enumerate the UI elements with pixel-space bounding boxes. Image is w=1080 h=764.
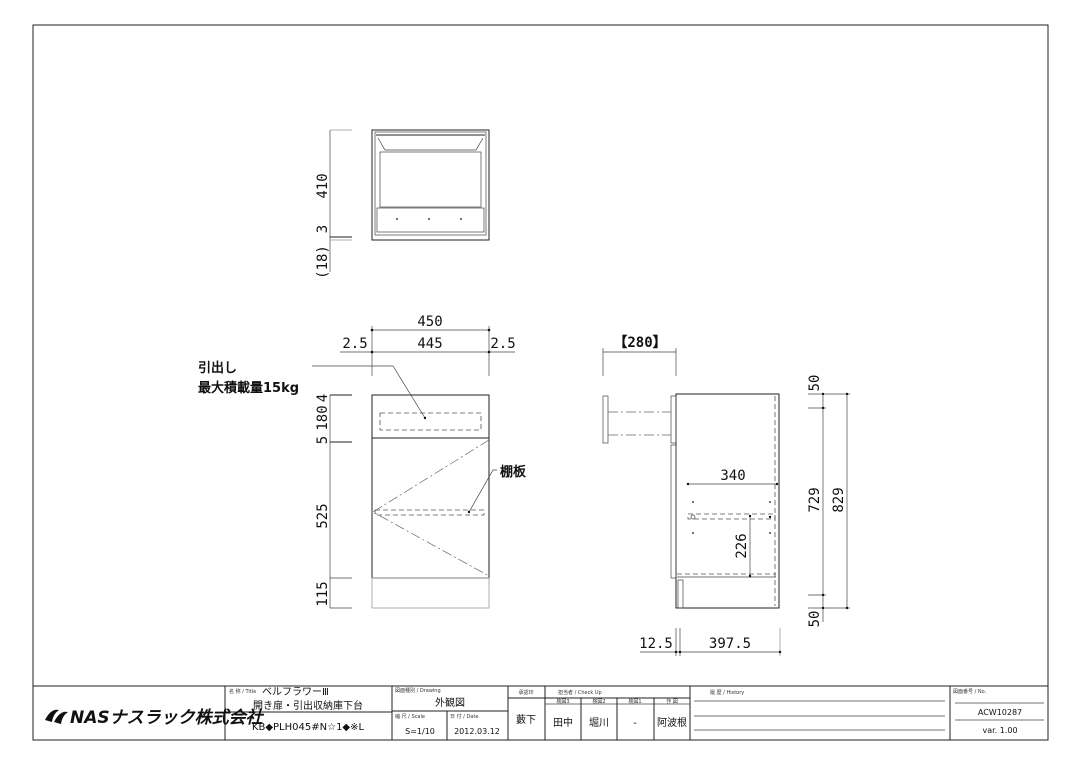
dim-h-525: 525 <box>315 503 331 528</box>
date-label: 日 付 / Date <box>450 713 478 720</box>
dim-door-thickness: 12.5 <box>639 636 673 652</box>
history-label: 履 歴 / History <box>710 690 744 696</box>
title-label: 名 称 / Title <box>229 688 256 695</box>
dim-gap-left: 2.5 <box>342 336 367 352</box>
dim-bottom-offset: 50 <box>807 611 823 628</box>
dim-shelf-depth: 340 <box>720 468 745 484</box>
checker-3-name: 田中 <box>553 716 573 729</box>
check-col-1: 検図1 <box>628 698 641 705</box>
dim-width-445: 445 <box>417 336 442 352</box>
scale-value: S=1/10 <box>405 727 435 736</box>
checker-1-name: - <box>633 718 637 729</box>
dim-top-18: (18) <box>315 245 331 279</box>
side-view: 【280】 340 226 729 829 50 50 12.5 397.5 <box>602 335 850 656</box>
front-view: 450 445 2.5 2.5 4 180 5 525 115 引出し 最大積載… <box>198 314 527 609</box>
dim-top-3: 3 <box>315 225 331 233</box>
dim-top-410: 410 <box>315 173 331 198</box>
dim-body-depth: 397.5 <box>709 636 751 652</box>
dim-shelf-height: 226 <box>734 533 750 558</box>
drawing-label: 図面種別 / Drawing <box>395 687 441 694</box>
drawing-type: 外観図 <box>435 696 465 709</box>
company-name: NASナスラック株式会社 <box>70 708 265 728</box>
scale-label: 縮 尺 / Scale <box>395 713 425 720</box>
approval-label: 承認印 <box>518 689 533 696</box>
check-col-2: 検図2 <box>592 698 605 705</box>
check-col-drafter: 作 図 <box>666 698 678 705</box>
series-name: ベルフラワーⅢ <box>262 686 329 698</box>
dim-h-115: 115 <box>315 581 331 606</box>
check-col-3: 検図3 <box>556 698 569 705</box>
checkup-label: 担当者 / Check Up <box>558 689 602 696</box>
approver-name: 藪下 <box>516 713 536 726</box>
dim-width-450: 450 <box>417 314 442 330</box>
dim-h-180: 180 <box>315 405 331 430</box>
top-view: 410 3 (18) <box>315 129 490 279</box>
drawer-note-line2: 最大積載量15kg <box>198 380 299 396</box>
model-code: KB◆PLH045#N☆1◆※L <box>252 722 365 733</box>
date-value: 2012.03.12 <box>454 727 500 736</box>
number-label: 図面番号 / No. <box>953 688 987 695</box>
dim-h-5: 5 <box>315 436 331 444</box>
dim-h-4: 4 <box>315 394 331 402</box>
dim-total-height: 829 <box>831 487 847 512</box>
dim-top-offset: 50 <box>807 375 823 392</box>
dim-gap-right: 2.5 <box>490 336 515 352</box>
dim-drawer-extension: 【280】 <box>613 335 666 351</box>
drawing-number: ACW10287 <box>978 708 1022 717</box>
product-name: 開き扉・引出収納庫下台 <box>253 699 363 712</box>
company-logo: NASナスラック株式会社 <box>45 708 265 728</box>
shelf-note: 棚板 <box>500 464 527 480</box>
version: var. 1.00 <box>982 726 1017 735</box>
drafter-name: 阿波根 <box>657 716 687 729</box>
dim-inner-height: 729 <box>807 487 823 512</box>
sheet-border <box>32 24 1049 741</box>
title-block: NASナスラック株式会社 名 称 / Title ベルフラワーⅢ 開き扉・引出収… <box>32 685 1049 741</box>
drawer-note-line1: 引出し <box>198 360 237 376</box>
checker-2-name: 堀川 <box>589 717 609 729</box>
